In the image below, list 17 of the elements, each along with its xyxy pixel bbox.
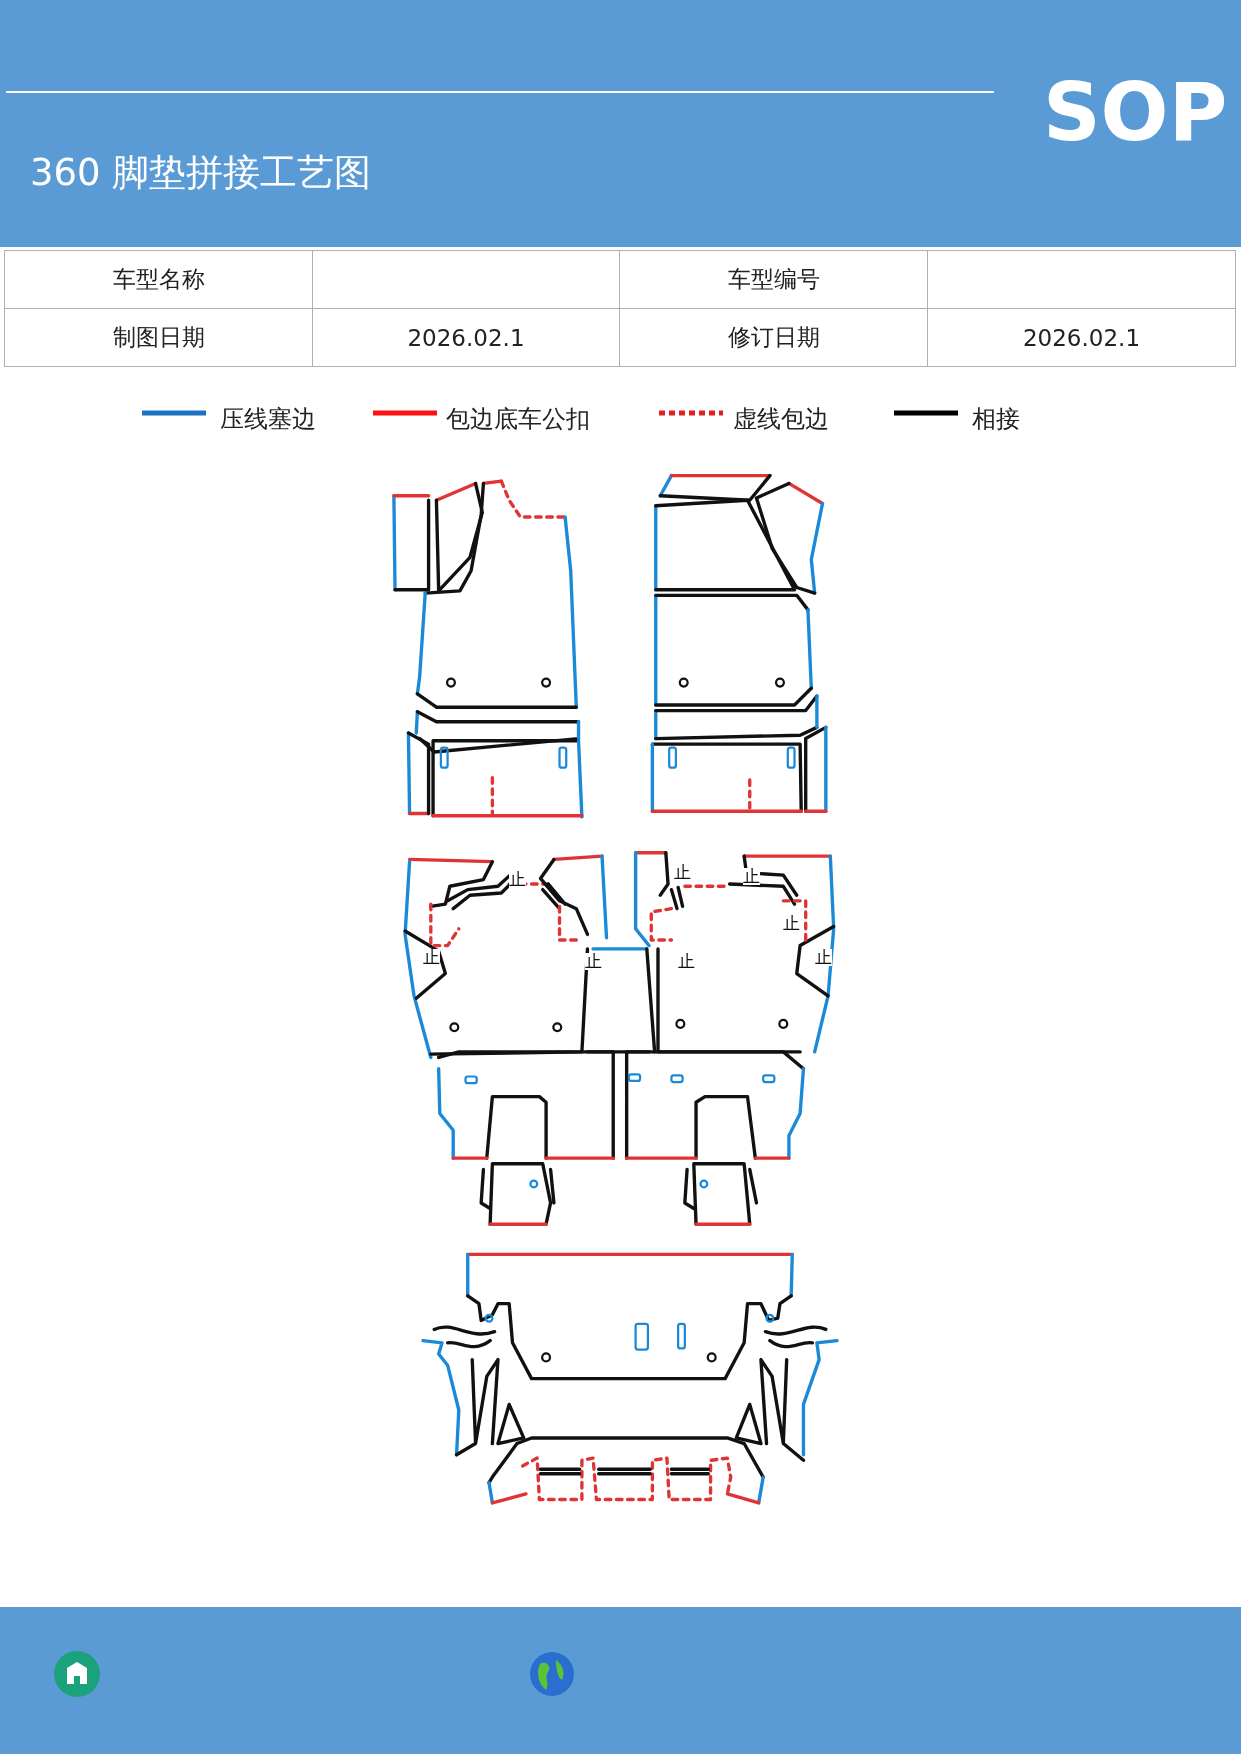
stop-mark: 止 bbox=[743, 868, 760, 885]
legend-label: 相接 bbox=[972, 404, 1020, 435]
stop-mark: 止 bbox=[678, 953, 695, 970]
stop-mark: 止 bbox=[585, 953, 602, 970]
table-cell: 2026.02.1 bbox=[927, 308, 1236, 367]
stop-mark: 止 bbox=[509, 871, 526, 888]
table-cell: 车型名称 bbox=[4, 250, 313, 309]
legend-label: 压线塞边 bbox=[220, 404, 316, 435]
legend-label: 包边底车公扣 bbox=[446, 404, 590, 435]
legend-label: 虚线包边 bbox=[733, 404, 829, 435]
sop-mark: SOP bbox=[1043, 68, 1228, 158]
stop-mark: 止 bbox=[783, 915, 800, 932]
table-cell: 制图日期 bbox=[4, 308, 313, 367]
stop-mark: 止 bbox=[674, 864, 691, 881]
page-title: 360 脚垫拼接工艺图 bbox=[30, 150, 372, 196]
stop-mark: 止 bbox=[815, 949, 832, 966]
stop-mark: 止 bbox=[423, 949, 440, 966]
